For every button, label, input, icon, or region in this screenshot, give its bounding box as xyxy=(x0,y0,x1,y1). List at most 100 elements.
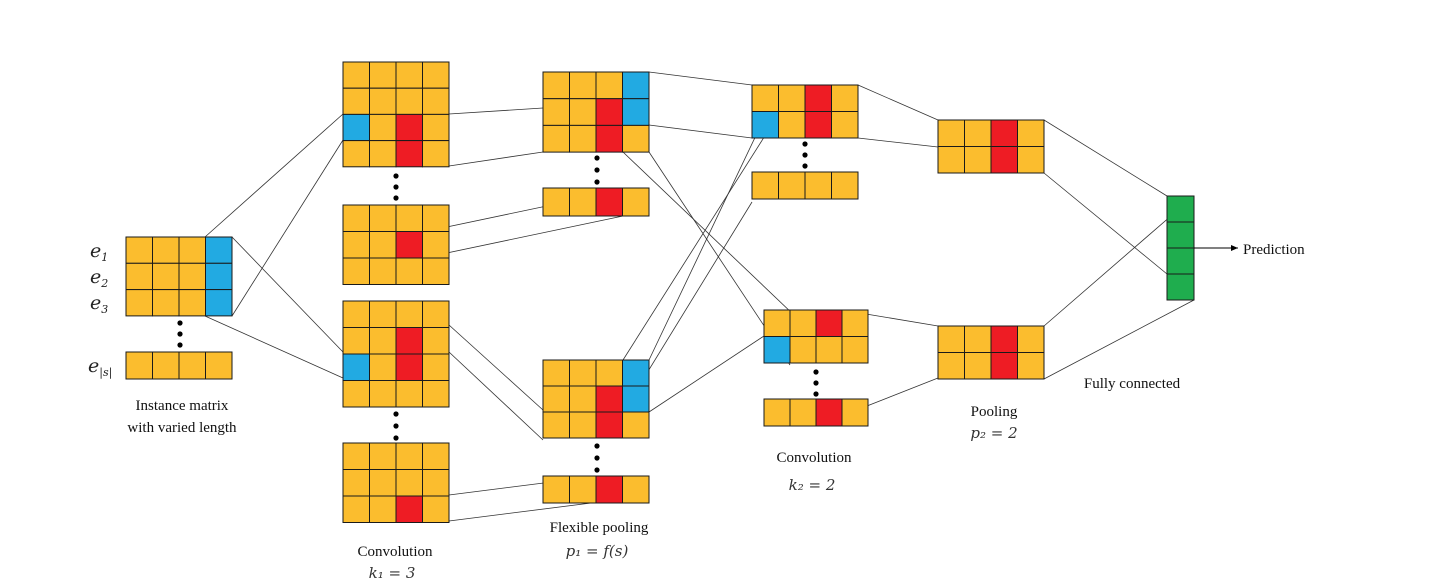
conv2-map-2-cell xyxy=(789,309,817,337)
pool2-map-2-cell xyxy=(1017,325,1045,353)
conv1-map-2-cell xyxy=(342,257,370,285)
conv2-map-2 xyxy=(763,309,869,364)
pool1-map-1-cell xyxy=(622,71,650,100)
pool1-param: p₁ = f(s) xyxy=(566,542,629,560)
input-matrix-cell xyxy=(178,262,206,291)
conv1-map-3-cell xyxy=(422,300,450,328)
pool1-row-1-cell xyxy=(542,187,570,217)
pool1-map-1-cell xyxy=(595,98,623,126)
conv1-map-4 xyxy=(342,442,450,523)
connection-line xyxy=(204,113,344,238)
ellipsis-dot xyxy=(594,467,600,473)
connection-line xyxy=(622,111,781,361)
conv1-map-4-cell xyxy=(395,442,423,470)
fc-caption: Fully connected xyxy=(1084,376,1181,392)
input-last-row xyxy=(125,351,233,380)
conv1-map-1-cell xyxy=(369,113,397,142)
pool1-map-1-cell xyxy=(569,98,597,126)
input-matrix-cell xyxy=(205,262,233,291)
input-matrix-cell xyxy=(125,289,153,317)
conv1-map-1-cell xyxy=(342,140,370,168)
conv1-map-3-cell xyxy=(395,327,423,355)
ellipsis-dot xyxy=(594,443,600,449)
pool2-map-2-cell xyxy=(1017,352,1045,380)
ellipsis-dot xyxy=(813,369,819,375)
connection-line xyxy=(622,151,817,337)
connection-line xyxy=(231,139,344,317)
pool2-map-1-cell xyxy=(1017,146,1045,174)
conv1-map-1-cell xyxy=(422,61,450,89)
pool1-map-2b xyxy=(542,411,650,439)
conv1-map-1-cell xyxy=(422,140,450,168)
pool1-row-2 xyxy=(542,475,650,504)
conv1-map-2-cell xyxy=(422,204,450,232)
conv1-map-4-cell xyxy=(342,442,370,470)
ellipsis-dot xyxy=(393,184,399,190)
pool1-map-2 xyxy=(542,359,650,413)
input-matrix-cell xyxy=(178,236,206,264)
feature-maps xyxy=(125,61,1195,523)
pool1-map-2b-cell xyxy=(595,411,623,439)
fc-vector-cell xyxy=(1166,247,1195,275)
conv2-row-1-cell xyxy=(778,171,806,200)
conv1-map-1-cell xyxy=(342,87,370,115)
connection-line xyxy=(448,107,544,115)
connection-line xyxy=(1043,119,1168,197)
input-matrix-cell xyxy=(152,289,180,317)
input-last-row-cell xyxy=(205,351,233,380)
pool1-map-2b-cell xyxy=(569,411,597,439)
connection-line xyxy=(648,124,753,139)
conv1-map-4-cell xyxy=(369,442,397,470)
row-label-e2: e2 xyxy=(90,266,108,290)
input-last-row-cell xyxy=(152,351,180,380)
conv1-map-3-cell xyxy=(369,353,397,381)
conv1-param: k₁ = 3 xyxy=(369,564,416,582)
pool2-map-1-cell xyxy=(1017,119,1045,147)
conv2-row-1-cell xyxy=(804,171,832,200)
connection-line xyxy=(648,335,765,413)
conv2-map-1-cell xyxy=(751,84,779,112)
pool2-map-1-cell xyxy=(937,119,965,147)
conv2-map-2-cell xyxy=(789,336,817,364)
conv2-param: k₂ = 2 xyxy=(789,476,836,494)
connection-line xyxy=(422,215,624,259)
input-matrix-cell xyxy=(125,236,153,264)
conv2-map-1 xyxy=(751,84,859,139)
conv2-map-1-cell xyxy=(831,111,859,139)
pool2-map-1-cell xyxy=(964,119,992,147)
conv2-row-2 xyxy=(763,398,869,427)
ellipsis-dots xyxy=(177,141,819,473)
pool1-row-2-cell xyxy=(622,475,650,504)
ellipsis-dot xyxy=(802,152,808,158)
conv1-map-2-cell xyxy=(395,204,423,232)
connection-line xyxy=(448,351,544,441)
input-matrix-cell xyxy=(152,236,180,264)
conv2-map-1-cell xyxy=(804,84,832,112)
pool1-map-2-cell xyxy=(569,385,597,413)
conv1-map-4-cell xyxy=(369,469,397,497)
input-last-row-cell xyxy=(178,351,206,380)
conv2-row-2-cell xyxy=(763,398,791,427)
connection-line xyxy=(648,71,753,86)
conv2-map-2-cell xyxy=(815,336,843,364)
pool1-map-2-cell xyxy=(569,359,597,387)
conv1-map-1 xyxy=(342,61,450,168)
conv1-map-2-cell xyxy=(342,204,370,232)
conv2-map-2-cell xyxy=(841,309,869,337)
input-caption-line2: with varied length xyxy=(127,420,237,436)
input-matrix-cell xyxy=(125,262,153,291)
pool1-map-2-cell xyxy=(595,385,623,413)
conv2-row-2-cell xyxy=(815,398,843,427)
conv1-caption: Convolution xyxy=(357,544,433,560)
conv1-map-1-cell xyxy=(395,87,423,115)
ellipsis-dot xyxy=(177,320,183,326)
conv1-map-1-cell xyxy=(369,140,397,168)
conv1-map-1-cell xyxy=(395,113,423,142)
conv2-map-1-cell xyxy=(804,111,832,139)
pool1-map-2b-cell xyxy=(622,411,650,439)
row-label-e3: e3 xyxy=(90,292,108,316)
fc-vector xyxy=(1166,195,1195,301)
connection-line xyxy=(204,315,344,379)
conv1-map-3-cell xyxy=(422,327,450,355)
